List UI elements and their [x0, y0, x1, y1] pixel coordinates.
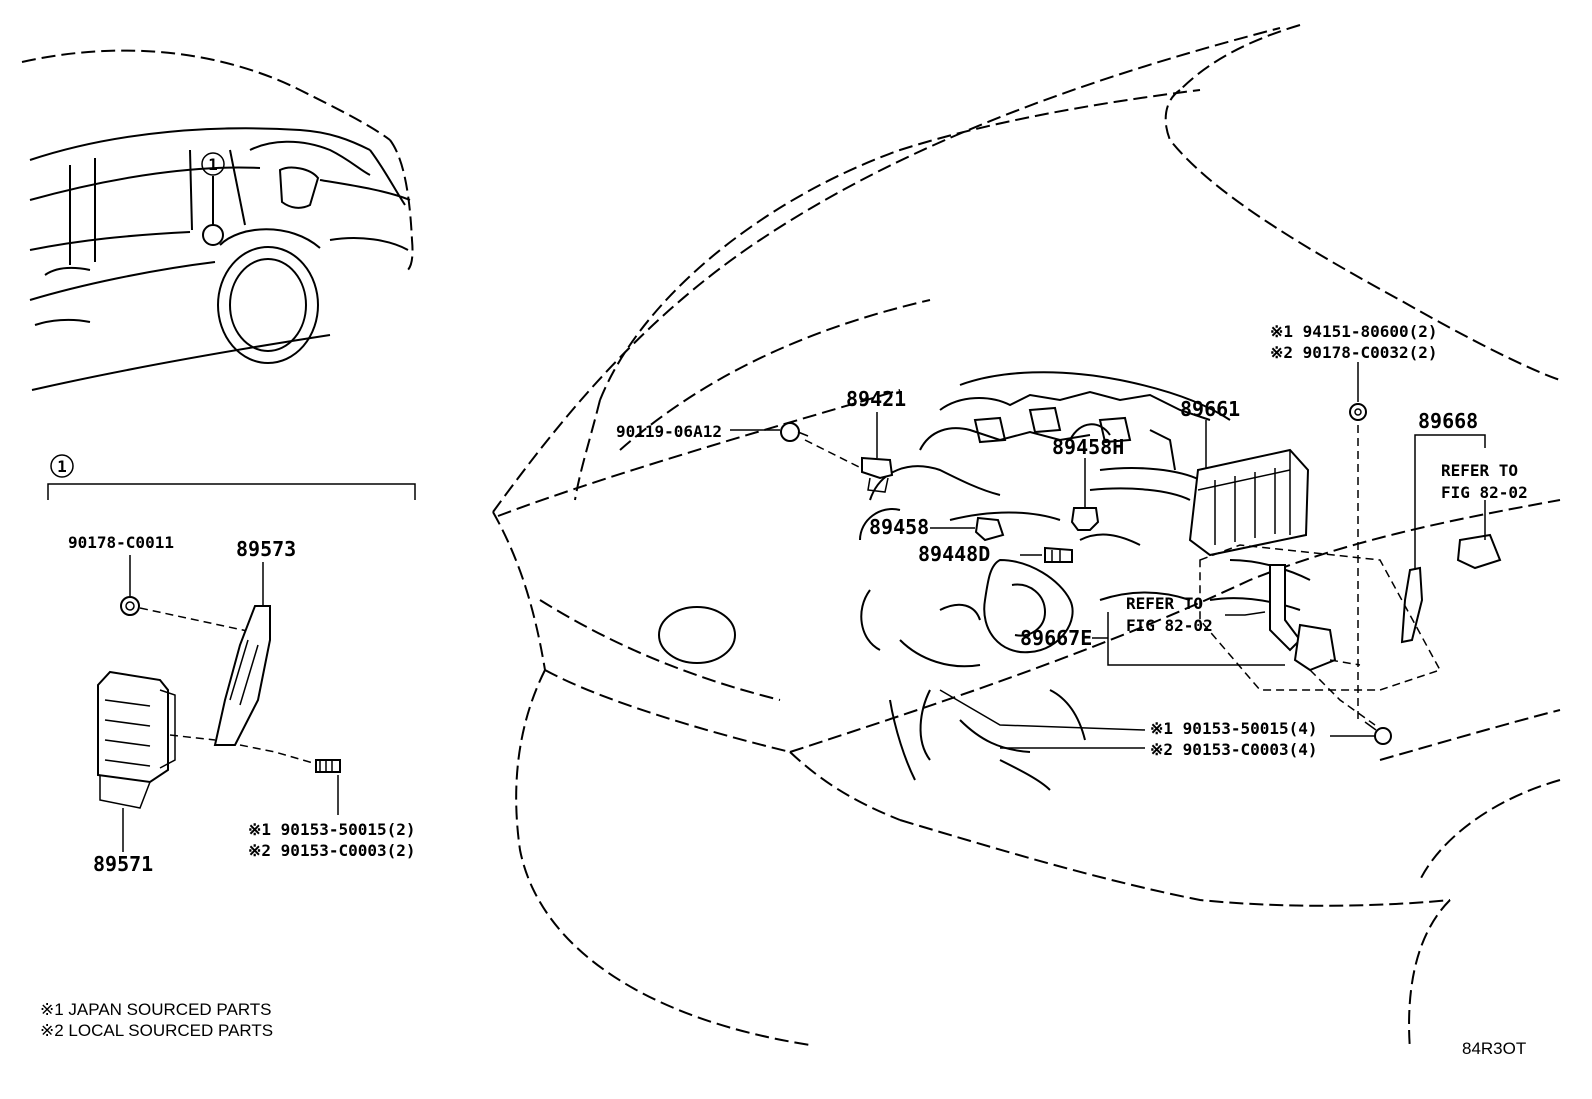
label-refer-mid-1: REFER TO	[1126, 594, 1203, 613]
label-89448d: 89448D	[918, 542, 990, 566]
engine	[859, 371, 1311, 791]
label-89661: 89661	[1180, 397, 1240, 421]
vehicle-inset: 1	[21, 49, 414, 391]
label-nut-japan: ※1 94151-80600(2)	[1270, 322, 1438, 341]
label-refer-mid-2: FIG 82-02	[1126, 616, 1213, 635]
leader-lines	[939, 434, 1486, 749]
label-89668: 89668	[1418, 409, 1478, 433]
callout-number: 1	[208, 155, 218, 174]
label-89667e: 89667E	[1020, 626, 1092, 650]
label-90178-c0011: 90178-C0011	[68, 533, 174, 552]
label-89458: 89458	[869, 515, 929, 539]
diagram-code: 84R3OT	[1462, 1039, 1526, 1058]
engine-parts	[730, 362, 1502, 745]
car-front-outline	[492, 24, 1561, 1051]
label-left-bolt-japan: ※1 90153-50015(2)	[248, 820, 416, 839]
label-refer-right-2: FIG 82-02	[1441, 483, 1528, 502]
label-left-bolt-local: ※2 90153-C0003(2)	[248, 841, 416, 860]
left-assembly	[97, 555, 341, 852]
label-89458h: 89458H	[1052, 435, 1124, 459]
label-89573: 89573	[236, 537, 296, 561]
label-bolt-local: ※2 90153-C0003(4)	[1150, 740, 1318, 759]
label-bolt-japan: ※1 90153-50015(4)	[1150, 719, 1318, 738]
label-89571: 89571	[93, 852, 153, 876]
labels: 90178-C0011 89573 89571 ※1 90153-50015(2…	[40, 322, 1528, 1058]
label-refer-right-1: REFER TO	[1441, 461, 1518, 480]
section-circle	[50, 454, 74, 478]
section-1: 1	[47, 454, 416, 500]
label-nut-local: ※2 90178-C0032(2)	[1270, 343, 1438, 362]
label-90119-06a12: 90119-06A12	[616, 422, 722, 441]
label-89421: 89421	[846, 387, 906, 411]
callout-circle	[201, 152, 225, 176]
note-japan-sourced: ※1 JAPAN SOURCED PARTS	[40, 1000, 272, 1019]
section-number: 1	[57, 457, 67, 476]
note-local-sourced: ※2 LOCAL SOURCED PARTS	[40, 1021, 273, 1040]
